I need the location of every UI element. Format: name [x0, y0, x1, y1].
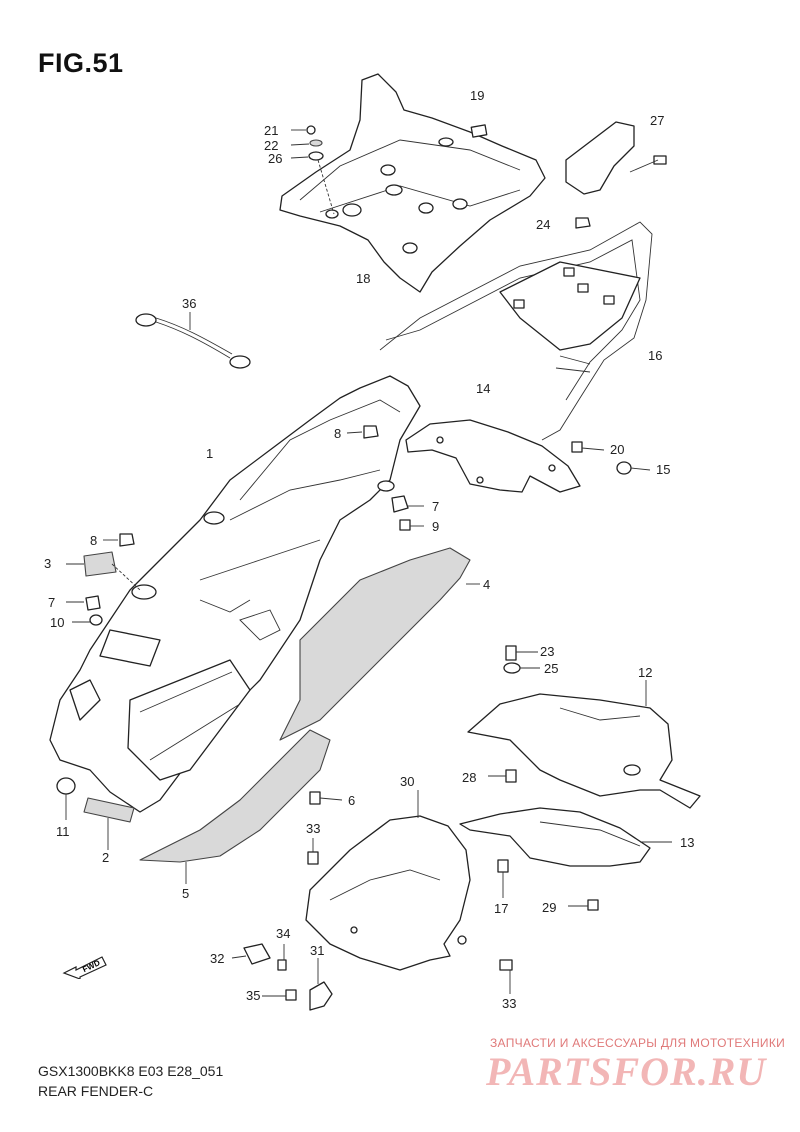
callout-24: 24 [536, 217, 550, 232]
nut-part-10 [72, 614, 103, 626]
nut-part-8-upper [346, 425, 379, 439]
callout-18: 18 [356, 271, 370, 286]
seat-tray-part-18 [279, 73, 546, 293]
insulator-part-4 [279, 547, 480, 741]
callout-26: 26 [268, 151, 282, 166]
callout-30: 30 [400, 774, 414, 789]
callout-12: 12 [638, 665, 652, 680]
callout-8-upper: 8 [334, 426, 341, 441]
callout-4: 4 [483, 577, 490, 592]
screw-part-34 [277, 944, 287, 971]
callout-28: 28 [462, 770, 476, 785]
bracket-part-16 [379, 121, 653, 441]
insulator-part-5 [139, 729, 331, 884]
nut-part-15 [616, 461, 651, 475]
callout-14: 14 [476, 381, 490, 396]
callout-33-upper: 33 [306, 821, 320, 836]
watermark-tagline: ЗАПЧАСТИ И АКСЕССУАРЫ ДЛЯ МОТОТЕХНИКИ [490, 1036, 786, 1050]
callout-27: 27 [650, 113, 664, 128]
callout-9: 9 [432, 519, 439, 534]
callout-31: 31 [310, 943, 324, 958]
callout-25: 25 [544, 661, 558, 676]
callout-2: 2 [102, 850, 109, 865]
callout-21: 21 [264, 123, 278, 138]
bolt-part-20 [571, 441, 605, 453]
callout-10: 10 [50, 615, 64, 630]
callout-23: 23 [540, 644, 554, 659]
grommet-part-26 [290, 151, 335, 215]
callout-22: 22 [264, 138, 278, 153]
nut-part-7-upper [391, 495, 424, 513]
callout-35: 35 [246, 988, 260, 1003]
watermark-logo: PARTSFOR.RU [486, 1049, 767, 1094]
nut-part-24 [575, 217, 591, 229]
bolt-part-29 [568, 899, 599, 911]
lower-fender-part-30 [305, 790, 471, 971]
tail-cover-part-13 [459, 807, 672, 867]
callout-29: 29 [542, 900, 556, 915]
callout-7-lower: 7 [48, 595, 55, 610]
callout-6: 6 [348, 793, 355, 808]
callout-34: 34 [276, 926, 290, 941]
callout-1: 1 [206, 446, 213, 461]
label-part-3 [66, 551, 141, 591]
callout-36: 36 [182, 296, 196, 311]
bolt-part-33-lower [499, 959, 513, 994]
stay-part-14 [405, 419, 581, 493]
callout-33-lower: 33 [502, 996, 516, 1011]
bolt-part-6 [309, 791, 343, 805]
screw-part-35 [262, 989, 297, 1001]
washer-part-22 [290, 139, 323, 147]
bolt-part-9 [399, 519, 424, 531]
grommet-part-11 [56, 777, 76, 820]
callout-19: 19 [470, 88, 484, 103]
bolt-part-28 [488, 769, 517, 783]
grommet-part-25 [503, 662, 540, 674]
callout-13: 13 [680, 835, 694, 850]
section-title: REAR FENDER-C [38, 1083, 154, 1099]
model-code: GSX1300BKK8 E03 E28_051 [38, 1063, 224, 1079]
bolt-part-17 [497, 859, 509, 898]
tail-cover-part-12 [467, 680, 701, 809]
callout-7-upper: 7 [432, 499, 439, 514]
bolt-part-33-upper [307, 838, 319, 865]
bolt-part-27 [629, 155, 667, 173]
callout-15: 15 [656, 462, 670, 477]
figure-title: FIG.51 [38, 48, 124, 78]
callout-17: 17 [494, 901, 508, 916]
callout-5: 5 [182, 886, 189, 901]
forward-arrow-icon: FWD [62, 947, 108, 984]
callout-8-lower: 8 [90, 533, 97, 548]
callout-20: 20 [610, 442, 624, 457]
nut-part-8-lower [103, 533, 135, 547]
clamp-part-31 [309, 958, 333, 1011]
rear-fender-part-1 [49, 375, 421, 813]
callout-16: 16 [648, 348, 662, 363]
bolt-part-21 [291, 125, 316, 135]
clamp-part-32 [231, 943, 271, 965]
tape-part-2 [83, 797, 135, 850]
callout-32: 32 [210, 951, 224, 966]
nut-part-7-lower [66, 595, 101, 611]
callout-3: 3 [44, 556, 51, 571]
collar-part-23 [505, 645, 538, 661]
cable-part-36 [135, 312, 251, 369]
callout-11: 11 [56, 824, 70, 839]
